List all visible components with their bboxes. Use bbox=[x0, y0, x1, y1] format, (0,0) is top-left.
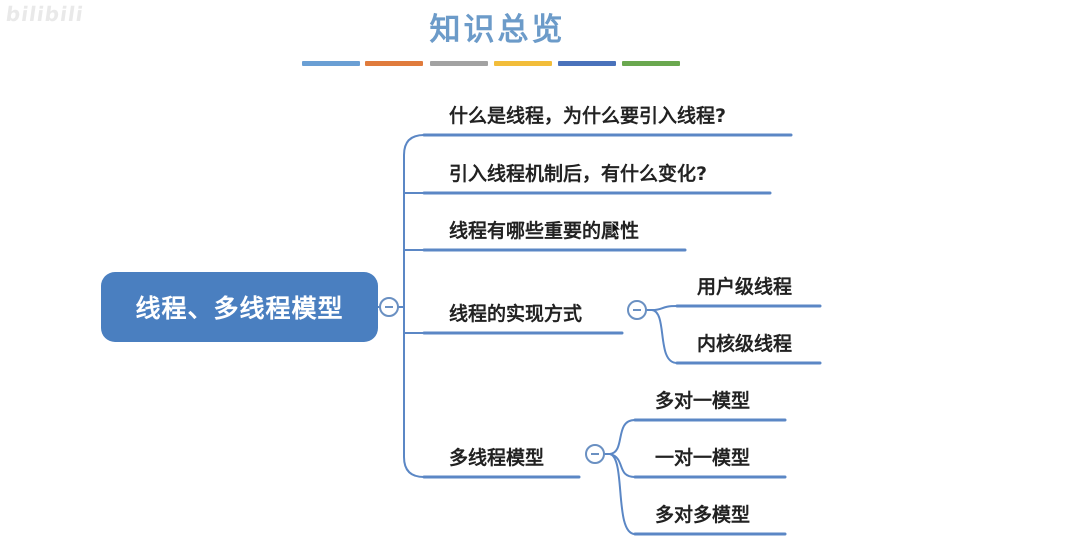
branch-changes-after-threads[interactable]: 引入线程机制后，有什么变化? bbox=[449, 163, 708, 185]
sub-many-to-many-model[interactable]: 多对多模型 bbox=[655, 504, 751, 526]
color-bar-5 bbox=[558, 61, 616, 66]
root-node[interactable]: 线程、多线程模型 bbox=[101, 272, 378, 342]
branch-thread-properties[interactable]: 线程有哪些重要的属性 bbox=[449, 220, 640, 242]
sub-many-to-one-model[interactable]: 多对一模型 bbox=[655, 390, 751, 412]
mouse-cursor-icon bbox=[611, 221, 623, 237]
models-collapse-icon[interactable] bbox=[585, 444, 605, 464]
sub-one-to-one-model[interactable]: 一对一模型 bbox=[655, 447, 751, 469]
sub-user-level-thread[interactable]: 用户级线程 bbox=[697, 276, 793, 298]
sub-kernel-level-thread[interactable]: 内核级线程 bbox=[697, 333, 793, 355]
sub-curve-b3 bbox=[609, 453, 636, 535]
color-bar-2 bbox=[365, 61, 423, 66]
branch-multithread-models[interactable]: 多线程模型 bbox=[449, 447, 545, 469]
branch-thread-implementation[interactable]: 线程的实现方式 bbox=[449, 303, 583, 325]
color-bar-3 bbox=[430, 61, 488, 66]
page-title: 知识总览 bbox=[429, 12, 566, 48]
root-collapse-icon[interactable] bbox=[379, 297, 399, 317]
sub-curve-a2 bbox=[651, 309, 678, 364]
sub-curve-b1 bbox=[609, 419, 636, 455]
color-bar-4 bbox=[494, 61, 552, 66]
main-trunk bbox=[403, 134, 425, 478]
color-bar-6 bbox=[622, 61, 680, 66]
root-node-label: 线程、多线程模型 bbox=[135, 294, 344, 323]
sub-curve-a1 bbox=[651, 305, 678, 311]
color-bar-1 bbox=[302, 61, 360, 66]
branch-what-is-thread[interactable]: 什么是线程，为什么要引入线程? bbox=[449, 105, 727, 127]
implementation-collapse-icon[interactable] bbox=[627, 300, 647, 320]
